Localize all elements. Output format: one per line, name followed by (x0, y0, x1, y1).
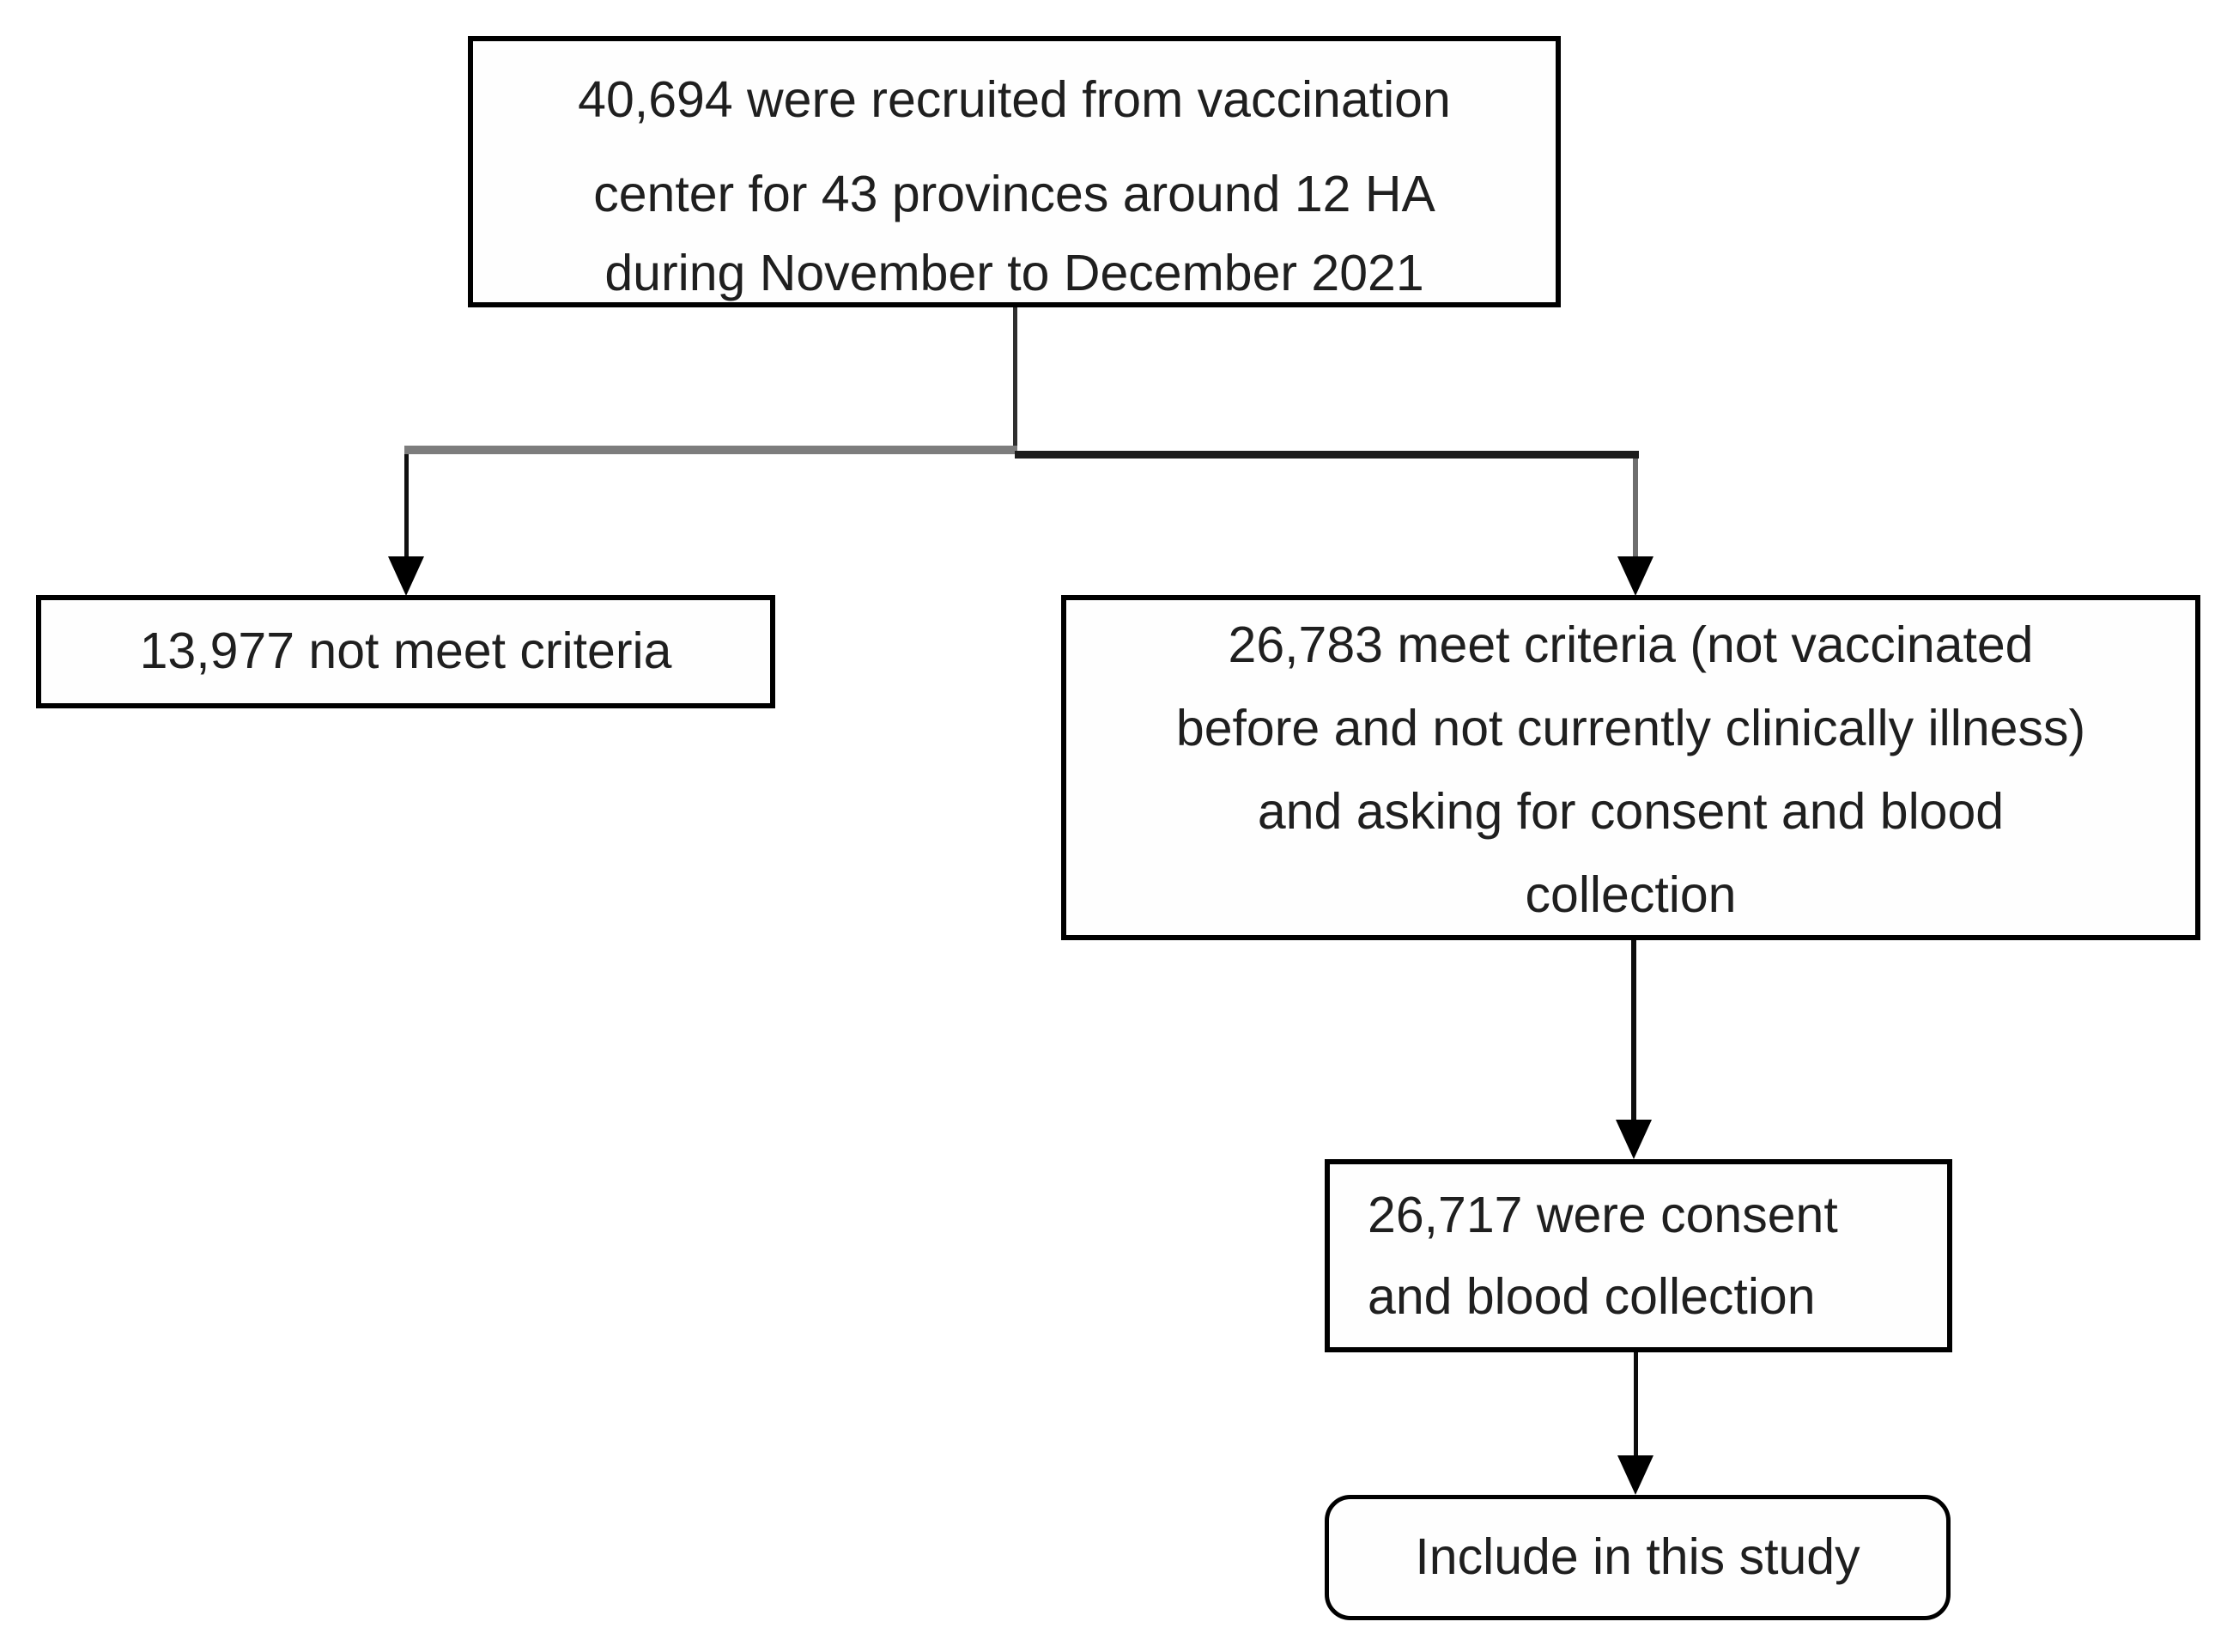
meet-line-2: before and not currently clinically illn… (1175, 700, 2086, 756)
node-meet-criteria: 26,783 meet criteria (not vaccinated bef… (1061, 595, 2200, 940)
include-label: Include in this study (1415, 1528, 1860, 1586)
connector-drop-to-not-meet (404, 454, 409, 562)
connector-horizontal-right (1015, 451, 1639, 459)
arrowhead-consent (1616, 1120, 1652, 1159)
arrowhead-not-meet (388, 556, 424, 596)
arrowhead-include (1617, 1455, 1653, 1495)
node-recruited: 40,694 were recruited from vaccination c… (468, 36, 1561, 307)
node-not-meet-criteria: 13,977 not meet criteria (36, 595, 775, 708)
connector-drop-to-meet (1633, 459, 1638, 562)
consent-line-1: 26,717 were consent (1368, 1186, 1838, 1243)
recruited-line-2: center for 43 provinces around 12 HA (593, 166, 1435, 222)
node-consent-blood: 26,717 were consent and blood collection (1325, 1159, 1952, 1352)
meet-line-1: 26,783 meet criteria (not vaccinated (1228, 616, 2034, 673)
connector-meet-to-consent (1631, 940, 1636, 1125)
consent-line-2: and blood collection (1368, 1267, 1816, 1325)
meet-line-3: and asking for consent and blood (1257, 783, 2005, 840)
connector-horizontal-left (404, 446, 1017, 454)
recruited-line-3: during November to December 2021 (604, 245, 1424, 301)
node-include-in-study: Include in this study (1325, 1495, 1951, 1620)
connector-stem-from-recruited (1013, 307, 1017, 450)
recruited-line-1: 40,694 were recruited from vaccination (578, 71, 1451, 128)
meet-line-4: collection (1525, 866, 1737, 923)
connector-consent-to-include (1634, 1352, 1638, 1458)
not-meet-label: 13,977 not meet criteria (139, 623, 672, 680)
arrowhead-meet (1617, 556, 1653, 596)
